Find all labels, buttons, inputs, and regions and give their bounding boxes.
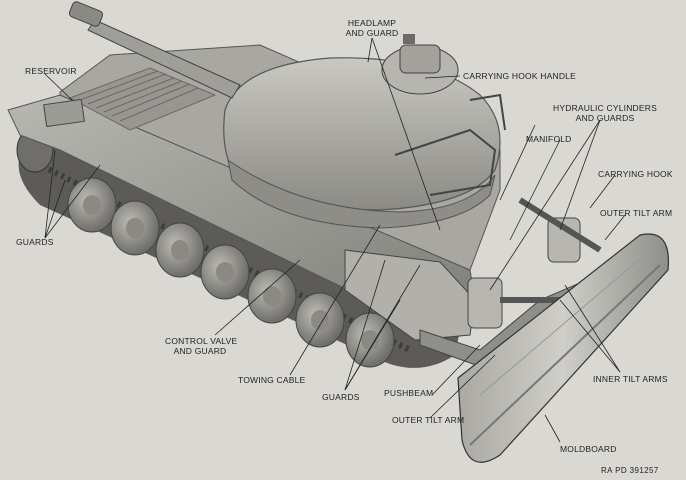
label-hydraulic-cylinders: HYDRAULIC CYLINDERS AND GUARDS: [545, 103, 665, 123]
label-control-valve-and-guard: CONTROL VALVE AND GUARD: [165, 336, 238, 356]
label-guards-bottom: GUARDS: [322, 392, 360, 402]
label-carrying-hook: CARRYING HOOK: [598, 169, 673, 179]
road-wheels: [67, 177, 395, 368]
reference-number: RA PD 391257: [601, 466, 659, 475]
label-hydraulic-line2: AND GUARDS: [575, 113, 635, 123]
headlamp: [403, 34, 415, 44]
label-outer-tilt-arm-top: OUTER TILT ARM: [600, 208, 673, 218]
label-headlamp-line1: HEADLAMP: [347, 18, 397, 28]
label-hydraulic-line1: HYDRAULIC CYLINDERS: [553, 103, 657, 113]
label-headlamp-and-guard: HEADLAMP AND GUARD: [332, 18, 412, 38]
label-outer-tilt-arm-bottom: OUTER TILT ARM: [392, 415, 465, 425]
label-guards-left: GUARDS: [16, 237, 54, 247]
reservoir-box: [43, 98, 85, 128]
leader-lines: [44, 37, 626, 443]
gun-barrel: [87, 19, 241, 99]
label-headlamp-line2: AND GUARD: [345, 28, 399, 38]
label-reservoir: RESERVOIR: [25, 66, 77, 76]
cupola-top: [399, 44, 441, 74]
label-manifold: MANIFOLD: [526, 134, 572, 144]
turret-bustle: [227, 158, 496, 229]
label-moldboard: MOLDBOARD: [560, 444, 617, 454]
label-control-valve-line1: CONTROL VALVE: [165, 336, 238, 346]
hydraulic-cylinder-left: [467, 277, 503, 329]
turret-guard-rail: [394, 128, 497, 196]
label-pushbeam: PUSHBEAM: [384, 388, 434, 398]
label-control-valve-line2: AND GUARD: [173, 346, 227, 356]
label-carrying-hook-handle: CARRYING HOOK HANDLE: [463, 71, 576, 81]
muzzle: [68, 1, 104, 27]
engine-grille: [68, 67, 217, 131]
tilt-arm-upper: [518, 197, 602, 253]
front-guard-box: [344, 249, 476, 341]
label-towing-cable: TOWING CABLE: [238, 375, 306, 385]
label-inner-tilt-arms: INNER TILT ARMS: [593, 374, 668, 384]
